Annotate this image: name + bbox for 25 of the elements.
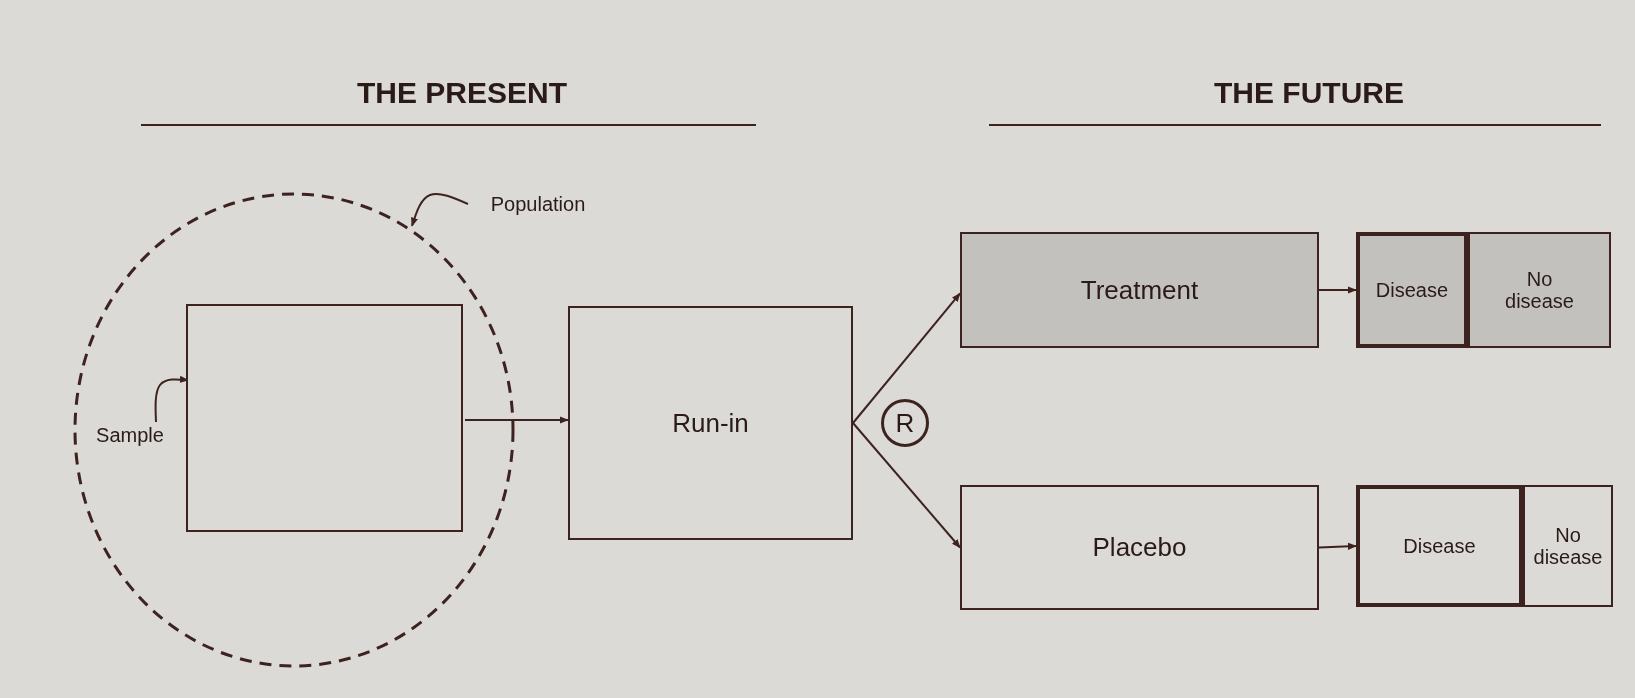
callout-label: Population xyxy=(489,193,587,215)
randomization-circle xyxy=(881,399,929,447)
outcome-box xyxy=(186,304,463,532)
section-heading: THE PRESENT xyxy=(357,76,567,110)
outcome-box xyxy=(1356,232,1468,348)
box-label: Disease xyxy=(1402,535,1477,557)
arrow xyxy=(464,416,569,424)
arrow xyxy=(852,292,961,424)
box-label: R xyxy=(894,408,916,438)
process-box xyxy=(960,485,1319,610)
pointer-arrow xyxy=(411,192,469,227)
box-label: Run-in xyxy=(671,408,750,438)
box-label: Placebo xyxy=(1091,533,1188,562)
box-label: Disease xyxy=(1374,279,1450,301)
section-heading: THE FUTURE xyxy=(1214,76,1404,110)
process-box xyxy=(568,306,853,540)
callout-label: Sample xyxy=(95,424,165,446)
box-label: No disease xyxy=(1532,524,1604,568)
outcome-box xyxy=(1356,485,1523,607)
box-label: No disease xyxy=(1504,268,1575,312)
process-box xyxy=(960,232,1319,348)
arrow xyxy=(1318,286,1357,294)
box-label: Treatment xyxy=(1079,275,1200,305)
arrow xyxy=(1318,542,1357,550)
arrow xyxy=(852,422,961,549)
